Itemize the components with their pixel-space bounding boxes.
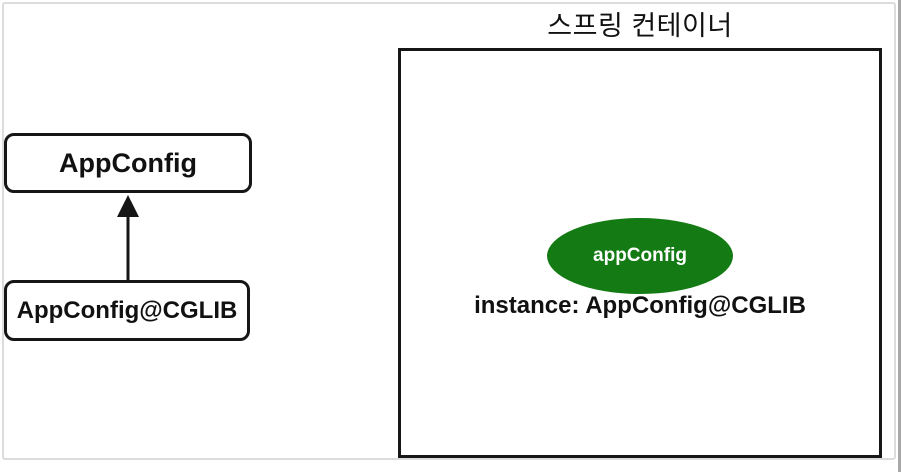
spring-container-box — [398, 48, 882, 458]
right-edge-line — [898, 0, 901, 472]
spring-container-title: 스프링 컨테이너 — [547, 11, 733, 41]
appconfig-cglib-class-label: AppConfig@CGLIB — [16, 296, 238, 324]
appconfig-class-box: AppConfig — [4, 133, 252, 193]
appconfig-class-label: AppConfig — [59, 147, 197, 178]
bean-name-label: appConfig — [593, 245, 687, 266]
inheritance-arrow — [117, 195, 139, 281]
instance-label: instance: AppConfig@CGLIB — [474, 292, 806, 319]
page-frame — [2, 2, 896, 460]
arrow-head-icon — [117, 195, 139, 217]
bean-ellipse: appConfig — [547, 218, 733, 294]
appconfig-cglib-class-box: AppConfig@CGLIB — [4, 280, 250, 341]
